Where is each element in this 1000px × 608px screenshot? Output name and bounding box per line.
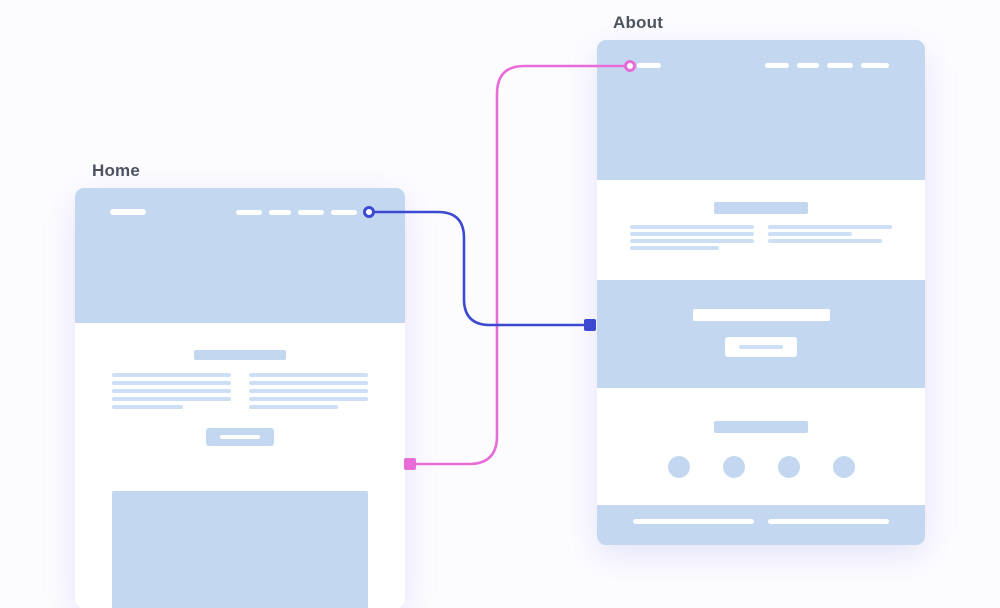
button-label-placeholder <box>739 345 783 349</box>
text-line-placeholder <box>249 389 368 393</box>
nav-link-placeholder <box>861 63 889 68</box>
footer-link-placeholder <box>768 519 889 524</box>
about-hero-section <box>597 40 925 180</box>
wireframe-about-page[interactable] <box>597 40 925 545</box>
home-hero-section <box>75 188 405 323</box>
about-feature-heading-placeholder <box>692 309 830 321</box>
text-line-placeholder <box>112 405 184 409</box>
text-line-placeholder <box>768 225 892 229</box>
about-text-column-left <box>630 225 754 253</box>
design-canvas: Home <box>75 13 925 608</box>
connector-pink-path[interactable] <box>413 64 626 466</box>
text-line-placeholder <box>249 373 368 377</box>
connector-pink-target-port[interactable] <box>624 60 636 72</box>
home-button-placeholder <box>206 428 274 446</box>
about-team-heading-placeholder <box>714 421 808 433</box>
avatar-placeholder <box>777 456 800 478</box>
text-line-placeholder <box>768 239 883 243</box>
nav-link-placeholder <box>797 63 819 68</box>
text-line-placeholder <box>630 239 754 243</box>
about-team-section <box>597 388 925 505</box>
nav-link-placeholder <box>331 210 357 215</box>
home-text-column-right <box>249 373 368 413</box>
home-navbar <box>236 210 357 215</box>
about-text-columns <box>597 225 925 253</box>
text-line-placeholder <box>249 405 339 409</box>
avatar-placeholder <box>722 456 745 478</box>
text-line-placeholder <box>112 381 231 385</box>
home-image-placeholder <box>112 491 368 608</box>
nav-link-placeholder <box>827 63 853 68</box>
page-label-about[interactable]: About <box>613 13 664 32</box>
connector-blue-source-port[interactable] <box>363 206 375 218</box>
about-text-column-right <box>768 225 892 253</box>
home-logo-placeholder <box>110 209 146 215</box>
avatar-placeholder <box>832 456 855 478</box>
connector-pink-source-port[interactable] <box>404 458 416 470</box>
text-line-placeholder <box>630 246 720 250</box>
about-heading-placeholder <box>714 202 808 214</box>
home-text-columns <box>75 373 405 413</box>
footer-link-placeholder <box>633 519 754 524</box>
about-intro-section <box>597 180 925 280</box>
about-feature-section <box>597 280 925 388</box>
wireframe-home-page[interactable] <box>75 188 405 608</box>
text-line-placeholder <box>112 397 231 401</box>
text-line-placeholder <box>768 232 853 236</box>
about-navbar <box>765 63 889 68</box>
home-heading-placeholder <box>194 350 286 360</box>
about-feature-button-placeholder <box>725 337 797 357</box>
text-line-placeholder <box>249 397 368 401</box>
text-line-placeholder <box>630 232 754 236</box>
home-text-column-left <box>112 373 231 413</box>
connector-blue-target-port[interactable] <box>584 319 596 331</box>
nav-link-placeholder <box>269 210 291 215</box>
nav-link-placeholder <box>765 63 789 68</box>
page-label-home[interactable]: Home <box>92 161 141 180</box>
about-avatar-row <box>597 456 925 478</box>
connector-blue-path[interactable] <box>373 210 587 327</box>
nav-link-placeholder <box>298 210 324 215</box>
avatar-placeholder <box>667 456 690 478</box>
about-logo-placeholder <box>637 63 661 68</box>
nav-link-placeholder <box>236 210 262 215</box>
button-label-placeholder <box>220 435 260 439</box>
about-footer-section <box>597 505 925 545</box>
text-line-placeholder <box>112 373 231 377</box>
text-line-placeholder <box>249 381 368 385</box>
text-line-placeholder <box>630 225 754 229</box>
text-line-placeholder <box>112 389 231 393</box>
